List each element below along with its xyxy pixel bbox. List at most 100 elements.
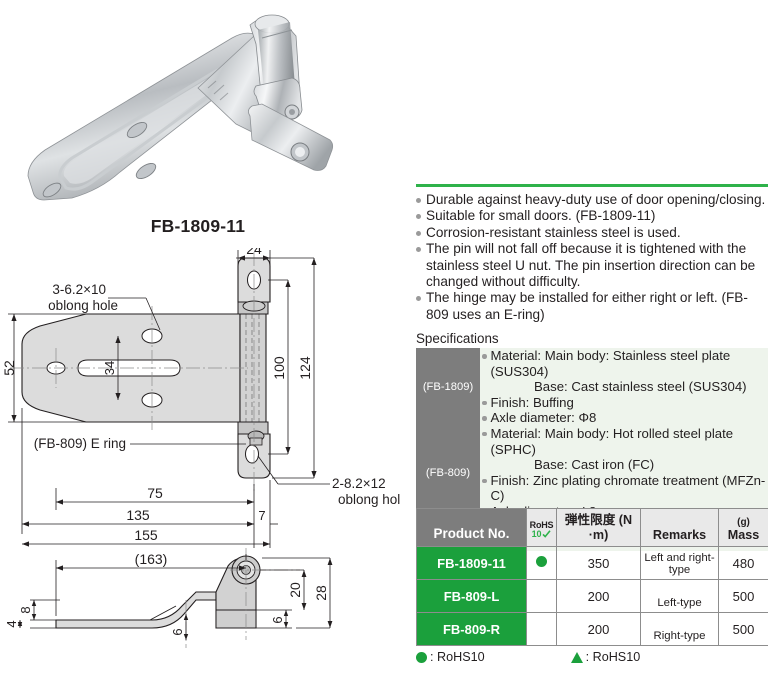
specifications-title: Specifications <box>416 331 499 346</box>
spec-line: Base: Cast stainless steel (SUS304) <box>480 379 768 395</box>
cell-product-no: FB-1809-11 <box>416 546 527 580</box>
hole-note-1-sub: oblong hole <box>48 298 118 313</box>
header-mass: (g) Mass <box>718 508 768 547</box>
features-list: Durable against heavy-duty use of door o… <box>416 192 768 323</box>
rohs-circle-icon <box>536 556 547 567</box>
rohs-legend: : RoHS10 : RoHS10 <box>416 650 768 664</box>
spec-text: Base: Cast stainless steel (SUS304) <box>534 379 747 395</box>
table-row: FB-1809-11 350 Left and right-type 480 <box>416 546 768 580</box>
header-product-no: Product No. <box>416 508 527 547</box>
spec-body-fb809: Material: Main body: Hot rolled steel pl… <box>480 425 768 520</box>
product-table: Product No. RoHS 10 弾性限度 (N · <box>416 508 768 646</box>
dim-label-28: 28 <box>313 585 329 601</box>
rohs-level: 10 <box>532 529 552 539</box>
bullet-icon <box>416 214 421 220</box>
cell-rohs <box>526 579 557 613</box>
check-icon <box>542 530 551 538</box>
dim-label-124: 124 <box>297 356 313 380</box>
legend-circle: : RoHS10 <box>416 650 485 664</box>
header-mass-label: Mass <box>727 528 760 542</box>
header-remarks: Remarks <box>640 508 719 547</box>
dim-label-24: 24 <box>246 248 262 257</box>
cell-elastic-limit: 200 <box>556 612 641 646</box>
list-item: The hinge may be installed for either ri… <box>416 290 768 323</box>
spec-label-fb809: (FB-809) <box>416 425 480 520</box>
bullet-icon <box>482 400 487 406</box>
cell-rohs <box>526 612 557 646</box>
dim-label-20: 20 <box>287 582 303 598</box>
dim-label-135: 135 <box>126 507 150 523</box>
spec-label-fb1809: (FB-1809) <box>416 348 480 426</box>
table-row: FB-809-R 200 Right-type 500 <box>416 612 768 646</box>
spec-line: Material: Main body: Stainless steel pla… <box>480 348 768 379</box>
bullet-icon <box>416 198 421 203</box>
list-item: The pin will not fall off because it is … <box>416 241 768 290</box>
dim-label-34: 34 <box>102 361 117 375</box>
hole-note-2-sub: oblong hole <box>338 492 400 507</box>
hole-note-1: 3-6.2×10 <box>52 282 106 297</box>
spec-line: Base: Cast iron (FC) <box>480 457 768 473</box>
spec-row-fb1809: (FB-1809) Material: Main body: Stainless… <box>416 348 768 426</box>
spec-body-fb1809: Material: Main body: Stainless steel pla… <box>480 348 768 426</box>
bullet-icon <box>416 247 421 253</box>
right-column: Durable against heavy-duty use of door o… <box>404 0 768 686</box>
dim-label-7: 7 <box>258 508 265 523</box>
technical-drawing: 24 52 34 100 124 3-6.2×10 oblong hole 2-… <box>0 248 400 668</box>
cell-product-no: FB-809-L <box>416 579 527 613</box>
list-item: Durable against heavy-duty use of door o… <box>416 192 768 208</box>
header-mass-unit: (g) <box>737 517 750 528</box>
dim-label-155: 155 <box>134 527 158 543</box>
dim-label-75: 75 <box>147 485 163 501</box>
dim-label-6-base: 6 <box>270 616 285 623</box>
cell-remarks: Left and right-type <box>640 546 719 580</box>
cell-mass: 500 <box>718 579 768 613</box>
cell-rohs <box>526 546 557 580</box>
legend-triangle: : RoHS10 <box>570 650 640 664</box>
rohs-triangle-icon <box>570 651 583 663</box>
ring-note: (FB-809) E ring <box>34 436 126 451</box>
page-title: FB-1809-11 <box>150 216 246 236</box>
spec-line: Axle diameter: Φ8 <box>480 410 768 426</box>
cell-remarks: Left-type <box>640 579 719 613</box>
feature-text: The hinge may be installed for either ri… <box>426 290 748 322</box>
spec-text: Material: Main body: Hot rolled steel pl… <box>490 425 734 457</box>
feature-text: The pin will not fall off because it is … <box>426 241 756 290</box>
bullet-icon <box>482 416 487 421</box>
spec-line: Finish: Zinc plating chromate treatment … <box>480 473 768 504</box>
list-item: Corrosion-resistant stainless steel is u… <box>416 225 768 241</box>
cell-product-no: FB-809-R <box>416 612 527 646</box>
cell-mass: 500 <box>718 612 768 646</box>
dim-label-52: 52 <box>1 360 17 376</box>
feature-text: Corrosion-resistant stainless steel is u… <box>426 224 681 240</box>
dim-label-100: 100 <box>271 356 287 380</box>
hinge-photo-illustration <box>27 14 334 201</box>
rohs-icon: RoHS 10 <box>529 519 554 539</box>
hole-note-2: 2-8.2×12 <box>332 476 386 491</box>
bullet-icon <box>482 431 487 437</box>
spec-row-fb809: (FB-809) Material: Main body: Hot rolled… <box>416 425 768 520</box>
table-row: FB-809-L 200 Left-type 500 <box>416 579 768 613</box>
legend-circle-label: : RoHS10 <box>430 650 485 664</box>
bullet-icon <box>416 230 421 236</box>
bullet-icon <box>416 296 421 302</box>
dim-label-6-mid: 6 <box>170 628 185 635</box>
rohs-label: RoHS <box>529 519 554 530</box>
list-item: Suitable for small doors. (FB-1809-11) <box>416 208 768 224</box>
dim-label-8: 8 <box>18 606 33 613</box>
spec-text: Base: Cast iron (FC) <box>534 457 655 473</box>
header-elastic-limit: 弾性限度 (N ·m) <box>556 508 641 547</box>
spec-line: Finish: Buffing <box>480 395 768 411</box>
cell-mass: 480 <box>718 546 768 580</box>
bullet-icon <box>482 354 487 359</box>
bullet-icon <box>482 478 487 484</box>
spec-text: Finish: Zinc plating chromate treatment … <box>490 472 766 504</box>
cell-elastic-limit: 350 <box>556 546 641 580</box>
spec-text: Axle diameter: Φ8 <box>490 410 597 426</box>
spec-text: Material: Main body: Stainless steel pla… <box>490 348 731 379</box>
cell-remarks: Right-type <box>640 612 719 646</box>
header-rohs: RoHS 10 <box>526 508 557 547</box>
table-header-row: Product No. RoHS 10 弾性限度 (N · <box>416 508 768 547</box>
drawing-svg: 24 52 34 100 124 3-6.2×10 oblong hole 2-… <box>1 248 400 648</box>
dim-label-4: 4 <box>4 620 19 627</box>
